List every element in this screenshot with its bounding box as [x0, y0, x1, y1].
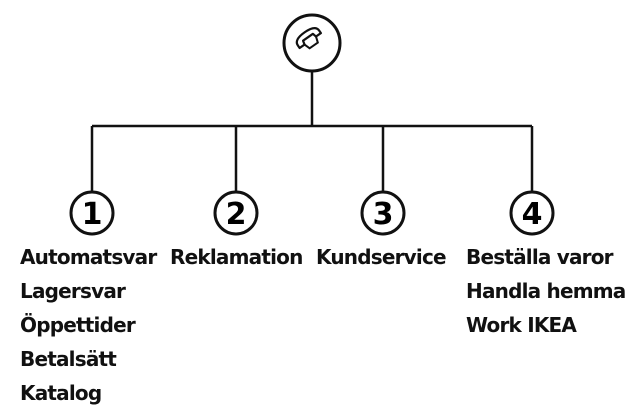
branch-node-3: 3 — [360, 190, 406, 236]
root-circle — [282, 13, 342, 73]
menu-option: Beställa varor — [466, 245, 614, 269]
connector-lines — [90, 71, 534, 192]
branch-4-items: Beställa varor Handla hemma Work IKEA — [466, 240, 626, 342]
menu-option: Lagersvar — [20, 279, 126, 303]
phone-icon — [295, 27, 323, 50]
branch-circle-4 — [509, 190, 555, 236]
branch-circle-1 — [69, 190, 115, 236]
menu-option: Katalog — [20, 381, 102, 405]
menu-option: Handla hemma — [466, 279, 626, 303]
menu-option: Work IKEA — [466, 313, 577, 337]
menu-option: Betalsätt — [20, 347, 117, 371]
branch-3-items: Kundservice — [316, 240, 447, 274]
branch-circle-3 — [360, 190, 406, 236]
branch-2-items: Reklamation — [170, 240, 303, 274]
branch-1-items: Automatsvar Lagersvar Öppettider Betalsä… — [20, 240, 157, 410]
menu-option: Öppettider — [20, 313, 136, 337]
root-node — [282, 13, 342, 73]
branch-circle-2 — [213, 190, 259, 236]
branch-number-1: 1 — [82, 197, 103, 232]
branch-node-4: 4 — [509, 190, 555, 236]
branch-number-4: 4 — [522, 197, 543, 232]
branch-number-2: 2 — [226, 197, 247, 232]
menu-option: Automatsvar — [20, 245, 157, 269]
menu-option: Kundservice — [316, 245, 447, 269]
menu-option: Reklamation — [170, 245, 303, 269]
branch-node-2: 2 — [213, 190, 259, 236]
branch-node-1: 1 — [69, 190, 115, 236]
branch-number-3: 3 — [373, 197, 394, 232]
